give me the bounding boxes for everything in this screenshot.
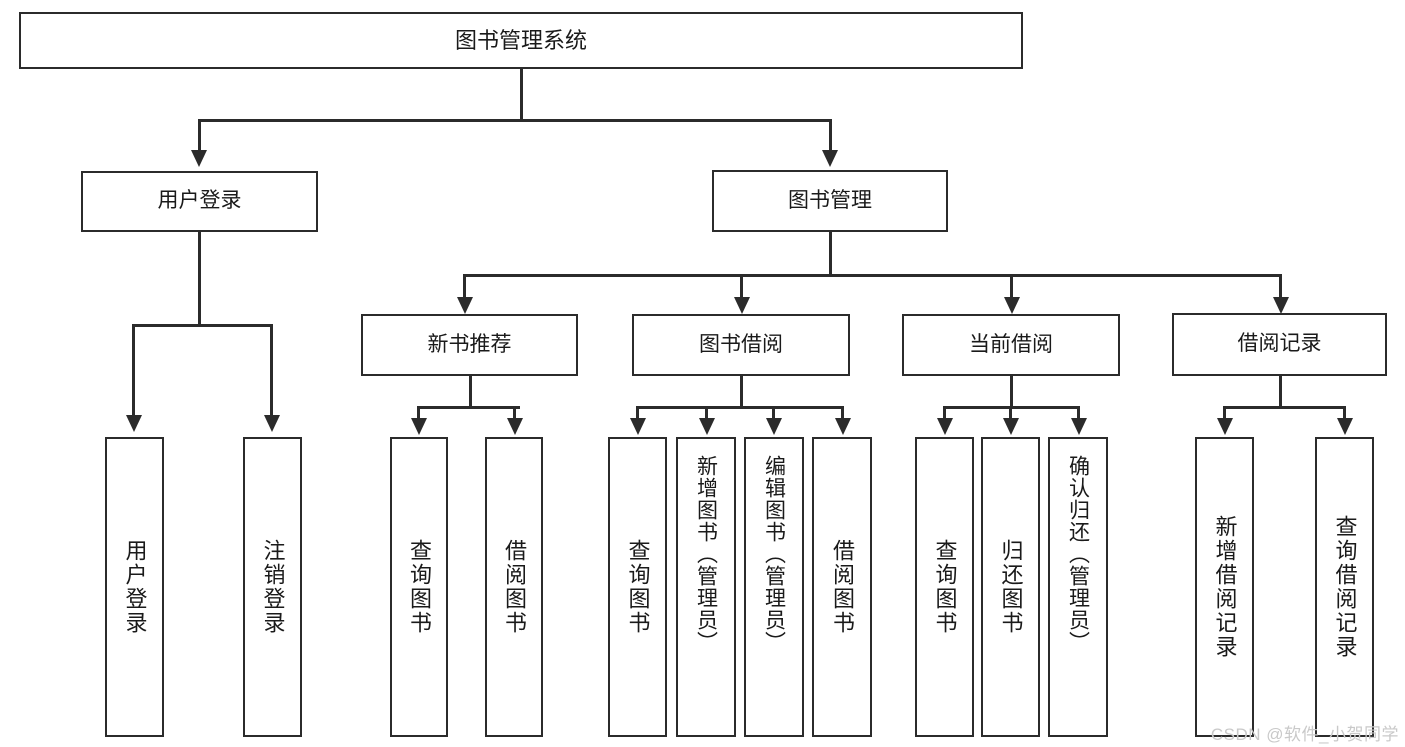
leaf-current-return-book[interactable]: 归还图书 [981,437,1040,737]
node-root-system[interactable]: 图书管理系统 [19,12,1023,69]
leaf-record-query[interactable]: 查询借阅记录 [1315,437,1374,737]
connector-cb-drop-3 [1077,406,1080,420]
arrow-to-current-borrow [1004,297,1020,314]
arrow-to-leaf-cur-return [1003,418,1019,435]
arrow-to-user-login [191,150,207,167]
connector-userlogin-stem [198,232,201,326]
node-user-login[interactable]: 用户登录 [81,171,318,232]
connector-nbr-drop-1 [417,406,420,420]
connector-userlogin-drop-2 [270,324,273,417]
leaf-record-add[interactable]: 新增借阅记录 [1195,437,1254,737]
node-new-book-recommend[interactable]: 新书推荐 [361,314,578,376]
leaf-current-confirm-return[interactable]: 确认归还（管理员） [1048,437,1108,737]
arrow-to-leaf-cur-confirm [1071,418,1087,435]
node-label: 新书推荐 [427,332,512,356]
leaf-user-login[interactable]: 用户登录 [105,437,164,737]
arrow-to-leaf-borrow-add [699,418,715,435]
arrow-to-leaf-borrow-query [630,418,646,435]
arrow-to-book-manage [822,150,838,167]
connector-bookmanage-bar [464,274,1281,277]
leaf-new-book-query[interactable]: 查询图书 [390,437,448,737]
node-book-borrow[interactable]: 图书借阅 [632,314,850,376]
leaf-new-book-borrow[interactable]: 借阅图书 [485,437,543,737]
leaf-current-query-book[interactable]: 查询图书 [915,437,974,737]
leaf-borrow-lend-book[interactable]: 借阅图书 [812,437,872,737]
arrow-to-leaf-borrow-lend [835,418,851,435]
arrow-to-leaf-rec-add [1217,418,1233,435]
connector-nbr-bar [418,406,520,409]
connector-nbr-drop-2 [513,406,516,420]
connector-bb-drop-4 [841,406,844,420]
connector-root-drop-left [198,119,201,152]
node-label: 查询借阅记录 [1332,515,1358,659]
node-label: 注销登录 [260,539,286,635]
node-label: 用户登录 [122,539,148,635]
node-label: 借阅图书 [502,539,527,635]
connector-bm-drop-4 [1279,274,1282,300]
arrow-to-book-borrow [734,297,750,314]
connector-br-bar [1224,406,1345,409]
connector-br-drop-2 [1343,406,1346,420]
connector-cb-drop-2 [1009,406,1012,420]
arrow-to-leaf-rec-borrow [507,418,523,435]
connector-br-stem [1279,376,1282,408]
leaf-borrow-query-book[interactable]: 查询图书 [608,437,667,737]
node-borrow-record[interactable]: 借阅记录 [1172,313,1387,376]
node-label: 归还图书 [998,539,1024,635]
node-label: 查询图书 [932,539,958,635]
connector-bm-drop-3 [1010,274,1013,300]
node-label: 查询图书 [625,539,651,635]
node-book-manage[interactable]: 图书管理 [712,170,948,232]
connector-cb-bar [944,406,1079,409]
node-label: 用户登录 [157,189,242,213]
connector-bm-drop-2 [740,274,743,300]
node-label: 新增借阅记录 [1212,515,1238,659]
node-label: 图书管理系统 [454,27,587,53]
connector-bookmanage-stem [829,232,832,276]
node-label: 编辑图书（管理员） [762,455,786,653]
arrow-to-leaf-user-login [126,415,142,432]
node-label: 图书管理 [788,188,872,212]
arrow-to-borrow-record [1273,297,1289,314]
connector-root-stem [520,69,523,121]
leaf-borrow-edit-book[interactable]: 编辑图书（管理员） [744,437,804,737]
node-label: 新增图书（管理员） [694,455,718,653]
connector-bm-drop-1 [463,274,466,300]
node-label: 借阅图书 [830,539,855,635]
connector-root-drop-right [829,119,832,152]
leaf-borrow-add-book[interactable]: 新增图书（管理员） [676,437,736,737]
connector-br-drop-1 [1223,406,1226,420]
node-label: 确认归还（管理员） [1066,455,1090,653]
connector-userlogin-bar [133,324,272,327]
node-label: 借阅记录 [1237,332,1322,356]
connector-bb-drop-3 [772,406,775,420]
arrow-to-leaf-rec-query-record [1337,418,1353,435]
connector-root-bar [199,119,832,122]
arrow-to-leaf-borrow-edit [766,418,782,435]
node-label: 图书借阅 [699,332,783,356]
connector-bb-drop-1 [636,406,639,420]
arrow-to-leaf-rec-query [411,418,427,435]
arrow-to-new-book-rec [457,297,473,314]
connector-cb-drop-1 [943,406,946,420]
connector-userlogin-drop-1 [132,324,135,417]
connector-bb-stem [740,376,743,408]
connector-bb-drop-2 [705,406,708,420]
connector-bb-bar [637,406,843,409]
arrow-to-leaf-cur-query [937,418,953,435]
connector-cb-stem [1010,376,1013,408]
node-current-borrow[interactable]: 当前借阅 [902,314,1120,376]
node-label: 查询图书 [407,539,432,635]
connector-nbr-stem [469,376,472,408]
leaf-user-logout[interactable]: 注销登录 [243,437,302,737]
arrow-to-leaf-user-logout [264,415,280,432]
node-label: 当前借阅 [969,332,1053,356]
